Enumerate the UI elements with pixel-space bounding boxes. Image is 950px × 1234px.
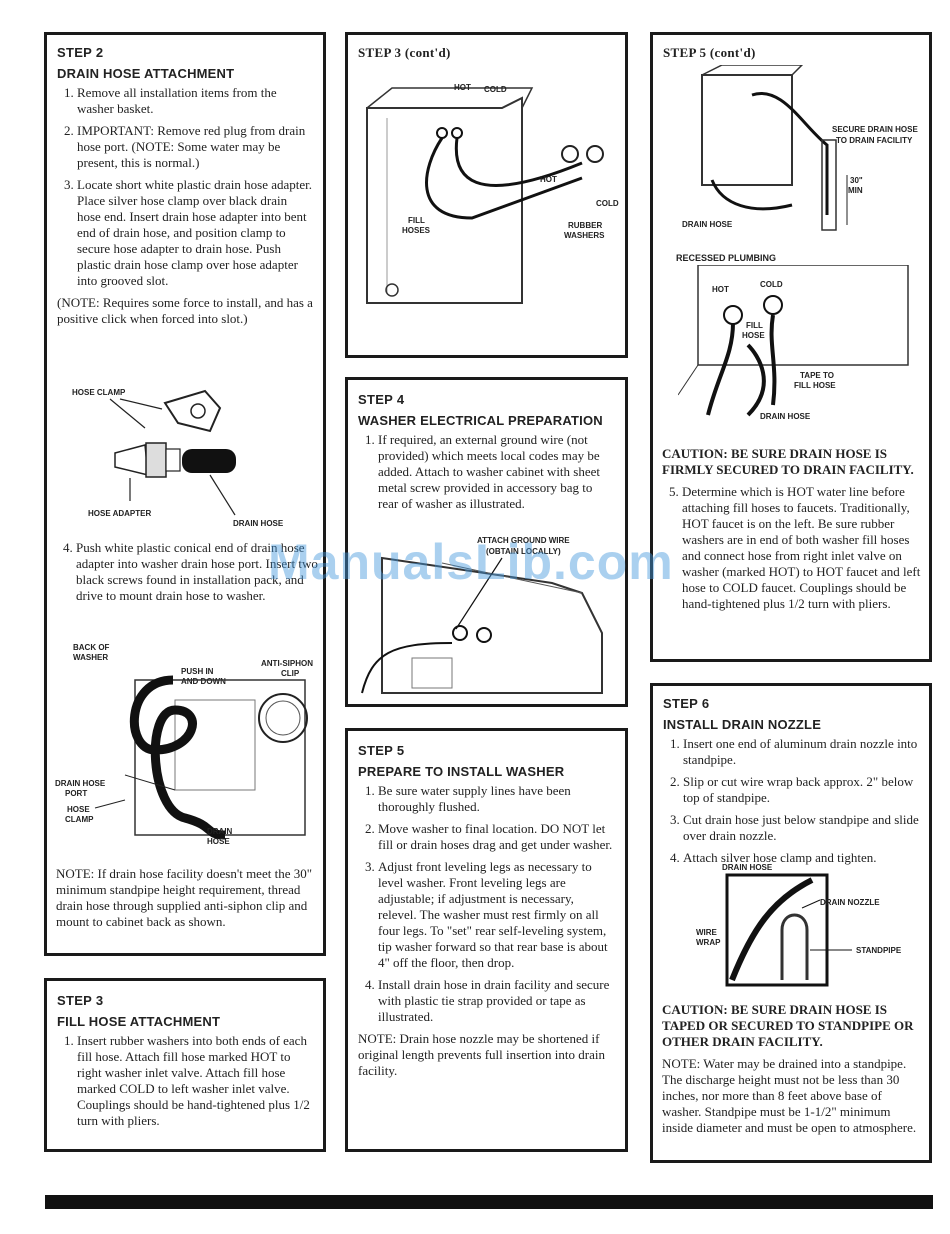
- label-hot-2: HOT: [540, 175, 557, 184]
- label-fill-2: FILL: [746, 321, 763, 330]
- label-secure-drain: SECURE DRAIN HOSE: [832, 125, 918, 134]
- step4-number: STEP 4: [358, 392, 405, 407]
- step6-item-1: Insert one end of aluminum drain nozzle …: [683, 736, 919, 768]
- label-hose-2: HOSE: [742, 331, 765, 340]
- step6-note: NOTE: Water may be drained into a standp…: [662, 1056, 917, 1135]
- step5-panel: STEP 5 PREPARE TO INSTALL WASHER Be sure…: [345, 728, 628, 1152]
- step5-item-4: Install drain hose in drain facility and…: [378, 977, 615, 1025]
- step6-caution: CAUTION: BE SURE DRAIN HOSE IS TAPED OR …: [662, 1002, 914, 1049]
- label-cold-3: COLD: [760, 280, 783, 289]
- label-to-drain-facility: TO DRAIN FACILITY: [836, 136, 913, 145]
- label-attach-ground: ATTACH GROUND WIRE: [477, 536, 570, 545]
- drain-hose-routing-figure: BACK OF WASHER PUSH IN AND DOWN ANTI-SIP…: [55, 643, 313, 846]
- label-tape-to: TAPE TO: [800, 371, 834, 380]
- step4-list: If required, an external ground wire (no…: [358, 432, 615, 512]
- step2-item-1: Remove all installation items from the w…: [77, 85, 313, 117]
- label-washer: WASHER: [73, 653, 108, 662]
- label-back-of: BACK OF: [73, 643, 110, 652]
- label-hoses: HOSES: [402, 226, 431, 235]
- drain-nozzle-figure: DRAIN HOSE DRAIN NOZZLE WIRE WRAP STANDP…: [696, 863, 902, 987]
- recessed-plumbing-title: RECESSED PLUMBING: [676, 253, 777, 263]
- step2-number: STEP 2: [57, 45, 104, 60]
- label-standpipe: STANDPIPE: [856, 946, 902, 955]
- label-port: PORT: [65, 789, 87, 798]
- label-hose: HOSE: [67, 805, 90, 814]
- hose-adapter-figure: HOSE CLAMP HOSE ADAPTER DRAIN HOSE: [72, 388, 284, 528]
- step5-heading: PREPARE TO INSTALL WASHER: [358, 764, 565, 779]
- label-fill: FILL: [408, 216, 425, 225]
- step3-item-1: Insert rubber washers into both ends of …: [77, 1033, 313, 1129]
- step6-item-2: Slip or cut wire wrap back approx. 2" be…: [683, 774, 919, 806]
- step5-cont-list: Determine which is HOT water line before…: [662, 484, 924, 612]
- label-drain-hose-port: DRAIN HOSE: [55, 779, 106, 788]
- recessed-plumbing-figure: HOT COLD FILL HOSE TAPE TO FILL HOSE DRA…: [678, 265, 909, 421]
- label-drain-hose-3: DRAIN HOSE: [682, 220, 733, 229]
- label-washers: WASHERS: [564, 231, 605, 240]
- step3-heading: FILL HOSE ATTACHMENT: [57, 1014, 221, 1029]
- step5-item-1: Be sure water supply lines have been tho…: [378, 783, 615, 815]
- step6-item-3: Cut drain hose just below standpipe and …: [683, 812, 919, 844]
- step2-list: Remove all installation items from the w…: [57, 85, 313, 289]
- label-drain: DRAIN: [207, 827, 233, 836]
- label-rubber: RUBBER: [568, 221, 602, 230]
- label-clip: CLIP: [281, 669, 300, 678]
- step2-list-cont: Push white plastic conical end of drain …: [56, 540, 318, 604]
- step2-panel: STEP 2 DRAIN HOSE ATTACHMENT Remove all …: [44, 32, 326, 956]
- label-wire: WIRE: [696, 928, 718, 937]
- step6-text: CAUTION: BE SURE DRAIN HOSE IS TAPED OR …: [662, 996, 924, 1136]
- step5-cont-number: STEP 5 (cont'd): [663, 45, 756, 60]
- fill-hose-figure: HOT COLD HOT COLD FILL HOSES RUBBER WASH…: [366, 83, 619, 304]
- label-wrap: WRAP: [696, 938, 721, 947]
- step5-list: Be sure water supply lines have been tho…: [358, 783, 615, 1025]
- step2-item4-wrap: Push white plastic conical end of drain …: [56, 540, 318, 610]
- label-and-down: AND DOWN: [181, 677, 226, 686]
- step5-note: NOTE: Drain hose nozzle may be shortened…: [358, 1031, 605, 1078]
- label-30: 30": [850, 176, 863, 185]
- label-clamp: CLAMP: [65, 815, 94, 824]
- label-obtain-locally: (OBTAIN LOCALLY): [486, 547, 561, 556]
- label-anti-siphon: ANTI-SIPHON: [261, 659, 313, 668]
- step2-item-2: IMPORTANT: Remove red plug from drain ho…: [77, 123, 313, 171]
- step2-note: (NOTE: Requires some force to install, a…: [57, 295, 313, 326]
- label-push-in: PUSH IN: [181, 667, 214, 676]
- step5-item-3: Adjust front leveling legs as necessary …: [378, 859, 615, 971]
- label-cold-2: COLD: [596, 199, 619, 208]
- step6-list: Insert one end of aluminum drain nozzle …: [663, 736, 919, 866]
- label-hose-clamp: HOSE CLAMP: [72, 388, 126, 397]
- step2-heading: DRAIN HOSE ATTACHMENT: [57, 66, 235, 81]
- step5-cont-caution: CAUTION: BE SURE DRAIN HOSE IS FIRMLY SE…: [662, 446, 914, 477]
- step4-item-1: If required, an external ground wire (no…: [378, 432, 615, 512]
- label-drain-nozzle: DRAIN NOZZLE: [820, 898, 880, 907]
- label-fill-hose: FILL HOSE: [794, 381, 836, 390]
- step3-list: Insert rubber washers into both ends of …: [57, 1033, 313, 1129]
- step5-item-2: Move washer to final location. DO NOT le…: [378, 821, 615, 853]
- label-cold: COLD: [484, 85, 507, 94]
- step6-number: STEP 6: [663, 696, 710, 711]
- label-min: MIN: [848, 186, 863, 195]
- step2-note2: NOTE: If drain hose facility doesn't mee…: [56, 866, 313, 929]
- step5-cont-text: CAUTION: BE SURE DRAIN HOSE IS FIRMLY SE…: [662, 440, 924, 618]
- label-drain-hose-2: HOSE: [207, 837, 230, 846]
- label-drain-hose-5: DRAIN HOSE: [722, 863, 773, 872]
- step6-item-4: Attach silver hose clamp and tighten.: [683, 850, 919, 866]
- step4-heading: WASHER ELECTRICAL PREPARATION: [358, 413, 603, 428]
- secure-drain-figure: SECURE DRAIN HOSE TO DRAIN FACILITY 30" …: [682, 65, 918, 231]
- step3-panel: STEP 3 FILL HOSE ATTACHMENT Insert rubbe…: [44, 978, 326, 1152]
- label-hot-3: HOT: [712, 285, 729, 294]
- label-drain-hose-4: DRAIN HOSE: [760, 412, 811, 421]
- step3-number: STEP 3: [57, 993, 104, 1008]
- step2-item-3: Locate short white plastic drain hose ad…: [77, 177, 313, 289]
- ground-wire-figure: ATTACH GROUND WIRE (OBTAIN LOCALLY): [361, 536, 603, 694]
- label-hose-adapter: HOSE ADAPTER: [88, 509, 151, 518]
- step3-cont-number: STEP 3 (cont'd): [358, 45, 451, 60]
- step5-number: STEP 5: [358, 743, 405, 758]
- step6-heading: INSTALL DRAIN NOZZLE: [663, 717, 822, 732]
- step2-item-4: Push white plastic conical end of drain …: [76, 540, 318, 604]
- step5-item-5: Determine which is HOT water line before…: [682, 484, 924, 612]
- footer-bar: [45, 1195, 933, 1209]
- label-drain-hose: DRAIN HOSE: [233, 519, 284, 528]
- label-hot: HOT: [454, 83, 471, 92]
